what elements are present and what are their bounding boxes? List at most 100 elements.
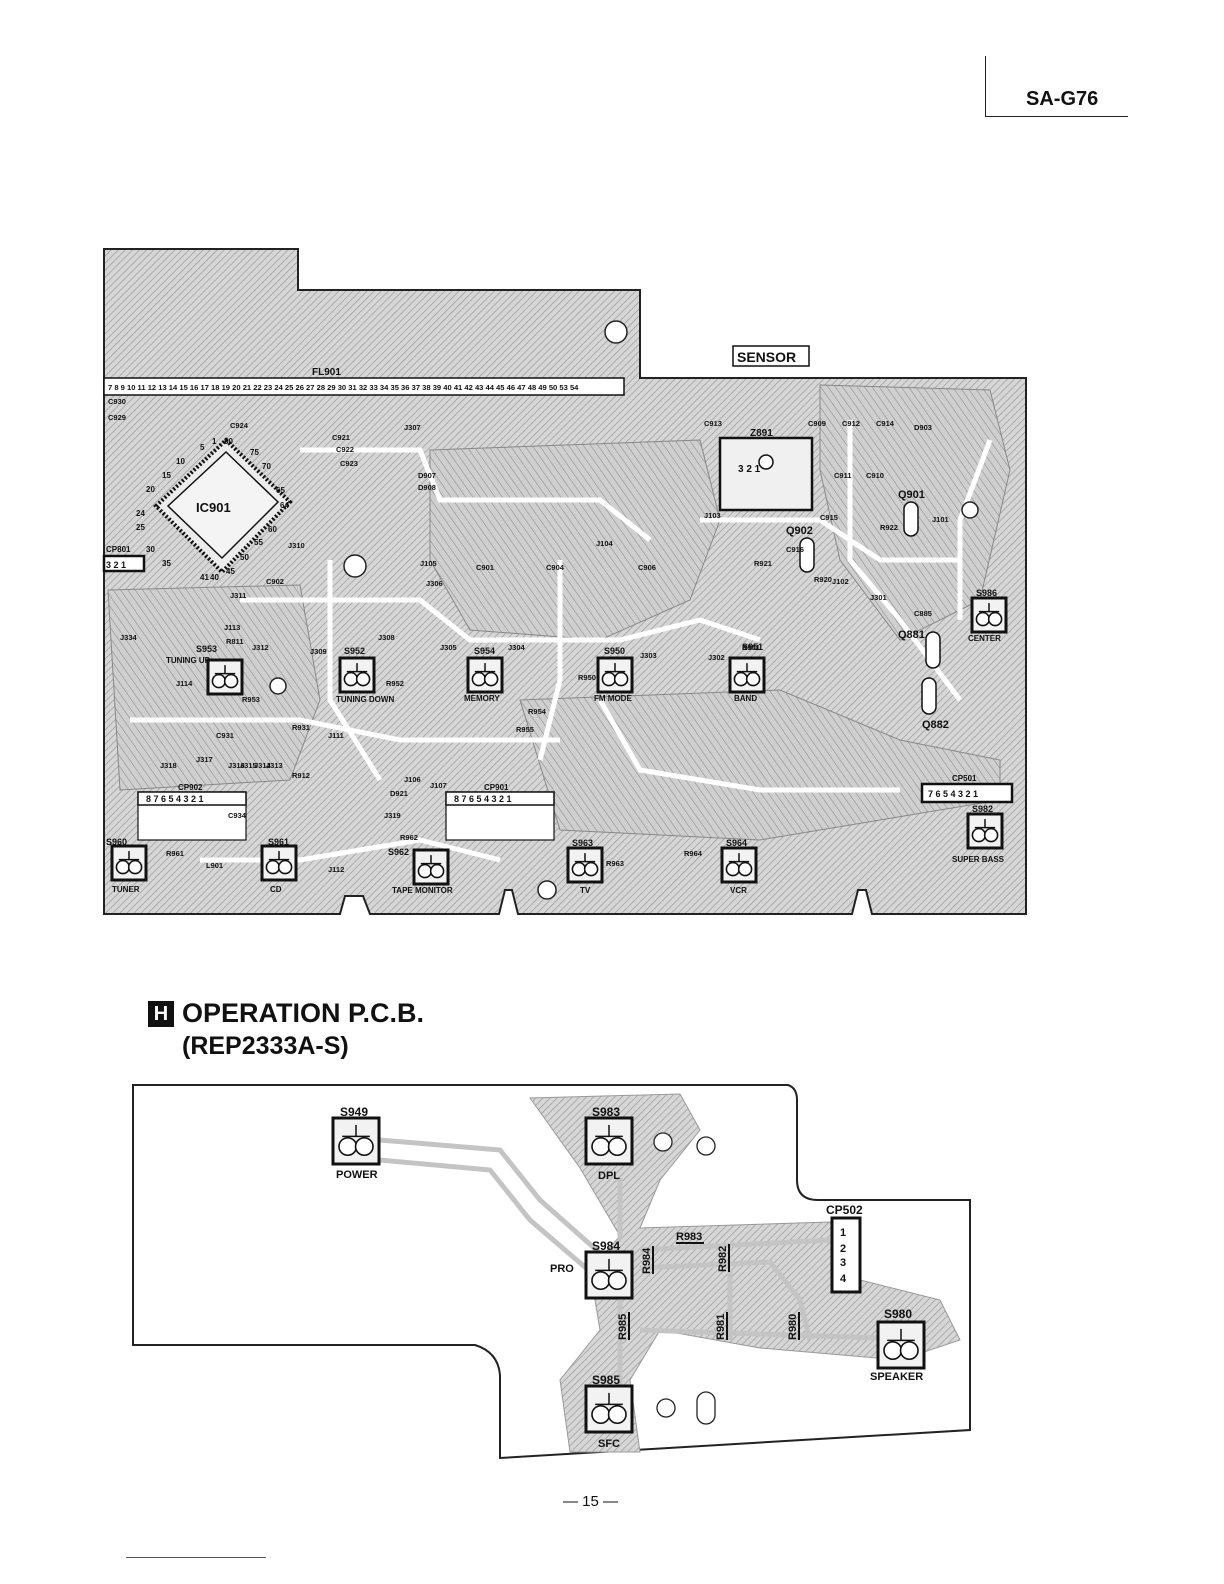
part-c913: C913 (704, 419, 722, 428)
svg-text:3: 3 (840, 1257, 846, 1269)
copper-area-center (429, 439, 721, 641)
svg-text:CP501: CP501 (952, 774, 977, 783)
part-j111: J111 (328, 731, 344, 740)
part-j303: J303 (640, 651, 657, 660)
svg-text:75: 75 (250, 448, 259, 457)
part-r922: R922 (880, 523, 898, 532)
svg-text:R981: R981 (715, 1314, 727, 1340)
svg-text:CP801: CP801 (106, 545, 131, 554)
part-j319: J319 (384, 811, 401, 820)
part-c930: C930 (108, 397, 126, 406)
switch-s984-function: PRO (550, 1263, 574, 1275)
switch-s953-ref: S953 (196, 644, 217, 654)
part-r952: R952 (386, 679, 404, 688)
part-j114: J114 (176, 679, 193, 688)
part-r951: R951 (742, 643, 760, 652)
part-j104: J104 (596, 539, 614, 548)
section-title-text: OPERATION P.C.B. (182, 998, 425, 1028)
switch-s962-ref: S962 (388, 847, 409, 857)
operation-traces (379, 1137, 881, 1400)
resistor-r985: R985 (617, 1312, 630, 1340)
operation-switches: S949POWERS983DPLS984PROS985SFCS980SPEAKE… (331, 1105, 926, 1450)
resistor-r982: R982 (717, 1244, 730, 1272)
part-j311: J311 (230, 591, 246, 600)
part-c909: C909 (808, 419, 826, 428)
part-j317: J317 (196, 755, 213, 764)
svg-text:64: 64 (280, 501, 289, 510)
section-badge: H (148, 1001, 174, 1027)
part-j106: J106 (404, 775, 421, 784)
part-c904: C904 (546, 563, 565, 572)
switch-s951-ref: S951 (742, 642, 763, 652)
switch-s985-ref: S985 (592, 1373, 620, 1387)
switch-s983-function: DPL (598, 1170, 620, 1182)
svg-text:10: 10 (176, 457, 185, 466)
part-j308: J308 (378, 633, 395, 642)
part-r912: R912 (292, 771, 310, 780)
svg-text:R984: R984 (641, 1247, 653, 1274)
z891-label: Z891 (750, 428, 773, 439)
switch-s954-function: MEMORY (464, 694, 500, 703)
switch-s962-function: TAPE MONITOR (392, 886, 453, 895)
footer-rule (126, 1557, 266, 1558)
switch-s986-ref: S986 (976, 588, 997, 598)
section-title: H OPERATION P.C.B. (148, 996, 424, 1030)
switch-s983-ref: S983 (592, 1105, 620, 1119)
switch-s984-ref: S984 (592, 1239, 620, 1253)
svg-text:50: 50 (240, 553, 249, 562)
part-c921: C921 (332, 433, 350, 442)
svg-text:R985: R985 (617, 1314, 629, 1340)
svg-text:CP901: CP901 (484, 783, 509, 792)
svg-text:20: 20 (146, 485, 155, 494)
switch-s950-function: FM MODE (594, 694, 632, 703)
ic901-pin-numbers: 1 80 75 70 65 64 60 55 50 45 41 40 35 30… (136, 437, 289, 582)
switch-s951-function: BAND (734, 694, 757, 703)
switch-s982-ref: S982 (972, 804, 993, 814)
part-c910: C910 (866, 471, 884, 480)
switch-s952-ref: S952 (344, 646, 365, 656)
part-r955: R955 (516, 725, 534, 734)
switch-s960-ref: S960 (106, 837, 127, 847)
part-c914: C914 (876, 419, 895, 428)
switch-s980-function: SPEAKER (870, 1371, 923, 1383)
section-part-number: (REP2333A-S) (182, 1032, 349, 1060)
part-c929: C929 (108, 413, 126, 422)
switch-s949-ref: S949 (340, 1105, 368, 1119)
svg-text:65: 65 (276, 486, 285, 495)
svg-text:60: 60 (268, 525, 277, 534)
model-header-box: SA-G76 (985, 56, 1128, 117)
part-r921: R921 (754, 559, 772, 568)
part-j309: J309 (310, 647, 327, 656)
resistor-r984: R984 (641, 1246, 654, 1274)
part-d907: D907 (418, 471, 436, 480)
switch-s963-ref: S963 (572, 838, 593, 848)
mounting-hole (653, 1132, 673, 1152)
main-board: 7 8 9 10 11 12 13 14 15 16 17 18 19 20 2… (102, 248, 1027, 915)
mounting-hole (604, 320, 628, 344)
svg-text:Q882: Q882 (922, 719, 949, 731)
switch-s961-ref: S961 (268, 837, 289, 847)
traces (130, 420, 993, 863)
part-r811: R811 (226, 637, 244, 646)
connector-cp901: CP901 8 7 6 5 4 3 2 1 (445, 783, 555, 841)
part-r920: R920 (814, 575, 832, 584)
resistor-r981: R981 (715, 1312, 728, 1340)
part-j318: J318 (160, 761, 177, 770)
part-j105: J105 (420, 559, 437, 568)
part-r961: R961 (166, 849, 184, 858)
part-r953: R953 (242, 695, 260, 704)
svg-text:70: 70 (262, 462, 271, 471)
svg-text:8 7 6 5 4 3 2 1: 8 7 6 5 4 3 2 1 (454, 794, 512, 804)
part-r954: R954 (528, 707, 547, 716)
